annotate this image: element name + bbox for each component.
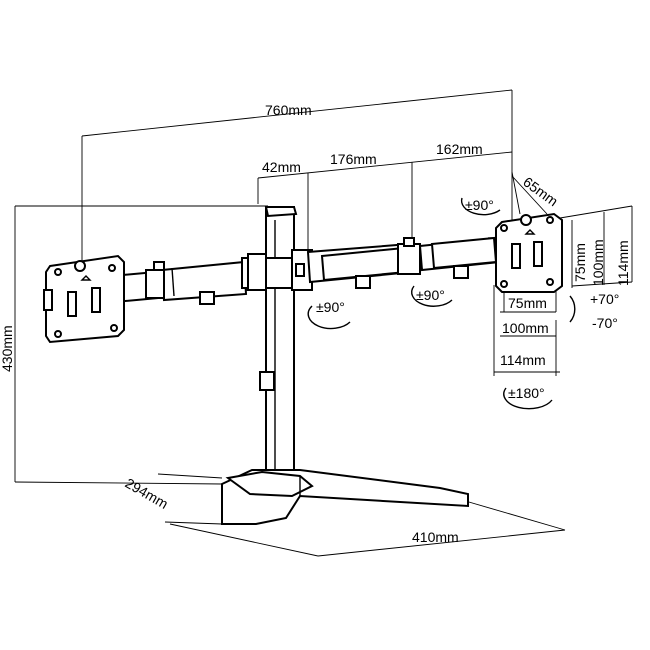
- stand-base: [221, 469, 469, 525]
- right-vesa-plate: [495, 212, 563, 293]
- total-width-label: 760mm: [265, 102, 312, 118]
- tilt-up-label: +70°: [590, 291, 619, 307]
- tilt-arrow-icon: [569, 295, 576, 323]
- rotation-arrows: [307, 197, 576, 410]
- left-arm: [110, 260, 248, 305]
- tilt-down-label: -70°: [592, 315, 618, 331]
- rotate-arrow-icon: [503, 387, 553, 410]
- vesa-height-114-label: 114mm: [615, 240, 631, 286]
- vesa-height-100-label: 100mm: [590, 239, 606, 286]
- arm-segment-2-label: 162mm: [436, 141, 483, 157]
- dimension-lines: [14, 89, 633, 557]
- vesa-width-114-label: 114mm: [500, 352, 546, 368]
- vesa-width-100-label: 100mm: [502, 320, 549, 336]
- right-arm: [306, 236, 502, 289]
- stand-pole: [259, 206, 298, 486]
- arm-segment-1-label: 176mm: [330, 151, 377, 167]
- swivel-left-arrow-icon: [307, 305, 351, 330]
- swivel-left-label: ±90°: [316, 299, 345, 315]
- rotate-label: ±180°: [508, 385, 545, 401]
- base-width-label: 410mm: [412, 529, 459, 545]
- swivel-top-arrow-icon: [460, 197, 501, 216]
- base-depth-label: 294mm: [123, 475, 171, 512]
- swivel-top-label: ±90°: [465, 197, 494, 213]
- total-height-label: 430mm: [0, 325, 15, 372]
- left-vesa-plate: [43, 254, 125, 344]
- vesa-height-75-label: 75mm: [572, 243, 588, 282]
- vesa-width-75-label: 75mm: [508, 295, 547, 311]
- swivel-right-label: ±90°: [416, 287, 445, 303]
- pole-clamp: [241, 249, 313, 291]
- arm-offset-label: 42mm: [262, 159, 301, 175]
- swivel-right-arrow-icon: [411, 285, 453, 307]
